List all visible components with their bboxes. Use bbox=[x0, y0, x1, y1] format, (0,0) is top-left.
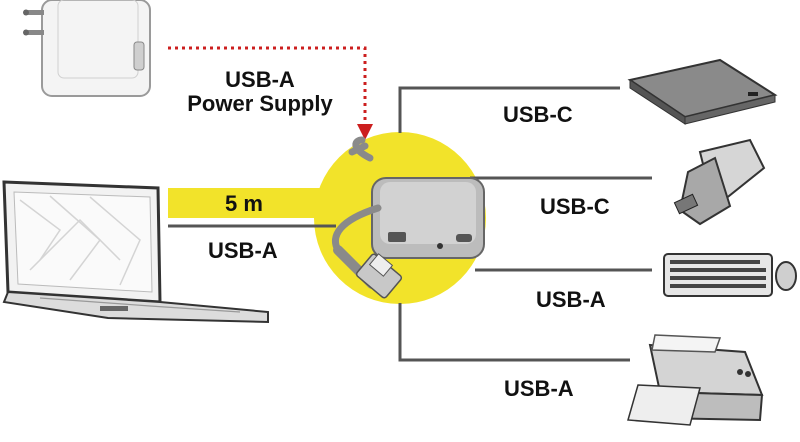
usb-c-adapter-icon bbox=[673, 138, 766, 226]
printer-icon bbox=[627, 334, 764, 426]
output-label-1: USB-C bbox=[503, 102, 573, 127]
power-adapter-icon bbox=[23, 0, 151, 97]
cable-length-label: 5 m bbox=[225, 191, 263, 216]
output-label-3: USB-A bbox=[536, 287, 606, 312]
keyboard-icon bbox=[663, 253, 797, 297]
power-supply-label-line2: Power Supply bbox=[187, 91, 333, 116]
power-supply-label: USB-A Power Supply bbox=[170, 68, 350, 116]
output-label-4: USB-A bbox=[504, 376, 574, 401]
output-branches bbox=[398, 86, 652, 362]
laptop-cable-label: USB-A bbox=[208, 238, 278, 263]
power-supply-label-line1: USB-A bbox=[225, 67, 295, 92]
laptop-icon bbox=[2, 180, 269, 324]
external-drive-icon bbox=[627, 58, 778, 125]
length-highlight-bar bbox=[168, 188, 333, 218]
usb-hub-icon bbox=[331, 136, 485, 299]
power-arrow bbox=[168, 46, 373, 140]
output-label-2: USB-C bbox=[540, 194, 610, 219]
